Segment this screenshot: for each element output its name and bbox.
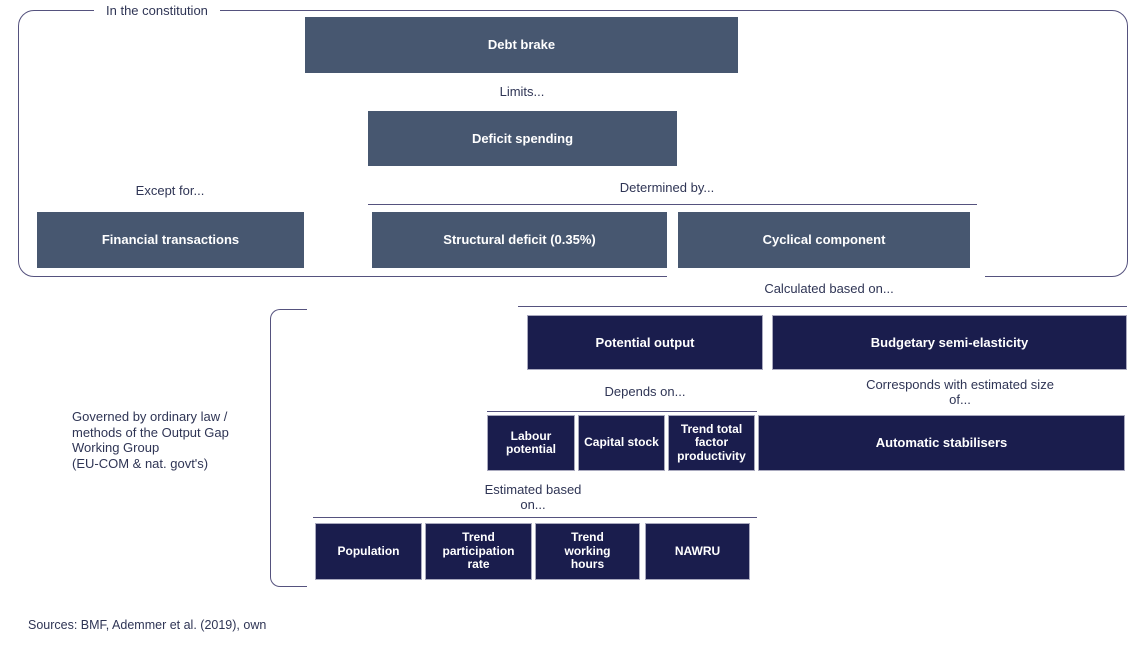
box-nawru: NAWRU: [645, 523, 750, 580]
line-determined-by: [368, 204, 977, 205]
box-trend-total-factor-productivity: Trend total factor productivity: [668, 415, 755, 471]
constitution-border-gap: [667, 270, 985, 280]
ordinary-law-bracket: [270, 309, 307, 587]
box-trend-working-hours: Trend working hours: [535, 523, 640, 580]
sources-note: Sources: BMF, Ademmer et al. (2019), own: [28, 618, 267, 632]
box-structural-deficit: Structural deficit (0.35%): [372, 212, 667, 268]
box-financial-transactions: Financial transactions: [37, 212, 304, 268]
label-calculated-based-on: Calculated based on...: [764, 281, 894, 296]
box-population: Population: [315, 523, 422, 580]
box-budgetary-semi-elasticity: Budgetary semi-elasticity: [772, 315, 1127, 370]
box-cyclical-component: Cyclical component: [678, 212, 970, 268]
label-determined-by: Determined by...: [619, 180, 715, 195]
box-automatic-stabilisers: Automatic stabilisers: [758, 415, 1125, 471]
constitution-container-border: [18, 10, 1128, 277]
label-estimated-based-on: Estimated based on...: [484, 482, 582, 512]
label-except-for: Except for...: [135, 183, 205, 198]
box-trend-participation-rate: Trend participation rate: [425, 523, 532, 580]
box-deficit-spending: Deficit spending: [368, 111, 677, 166]
governed-note: Governed by ordinary law / methods of th…: [72, 409, 229, 471]
box-potential-output: Potential output: [527, 315, 763, 370]
label-limits: Limits...: [499, 84, 545, 99]
line-estimated-based-on: [313, 517, 757, 518]
box-labour-potential: Labour potential: [487, 415, 575, 471]
label-depends-on: Depends on...: [604, 384, 686, 399]
label-corresponds-with: Corresponds with estimated size of...: [866, 377, 1054, 407]
line-depends-on: [487, 411, 757, 412]
constitution-title: In the constitution: [94, 3, 220, 18]
line-calculated-based-on: [518, 306, 1127, 307]
box-debt-brake: Debt brake: [305, 17, 738, 73]
box-capital-stock: Capital stock: [578, 415, 665, 471]
